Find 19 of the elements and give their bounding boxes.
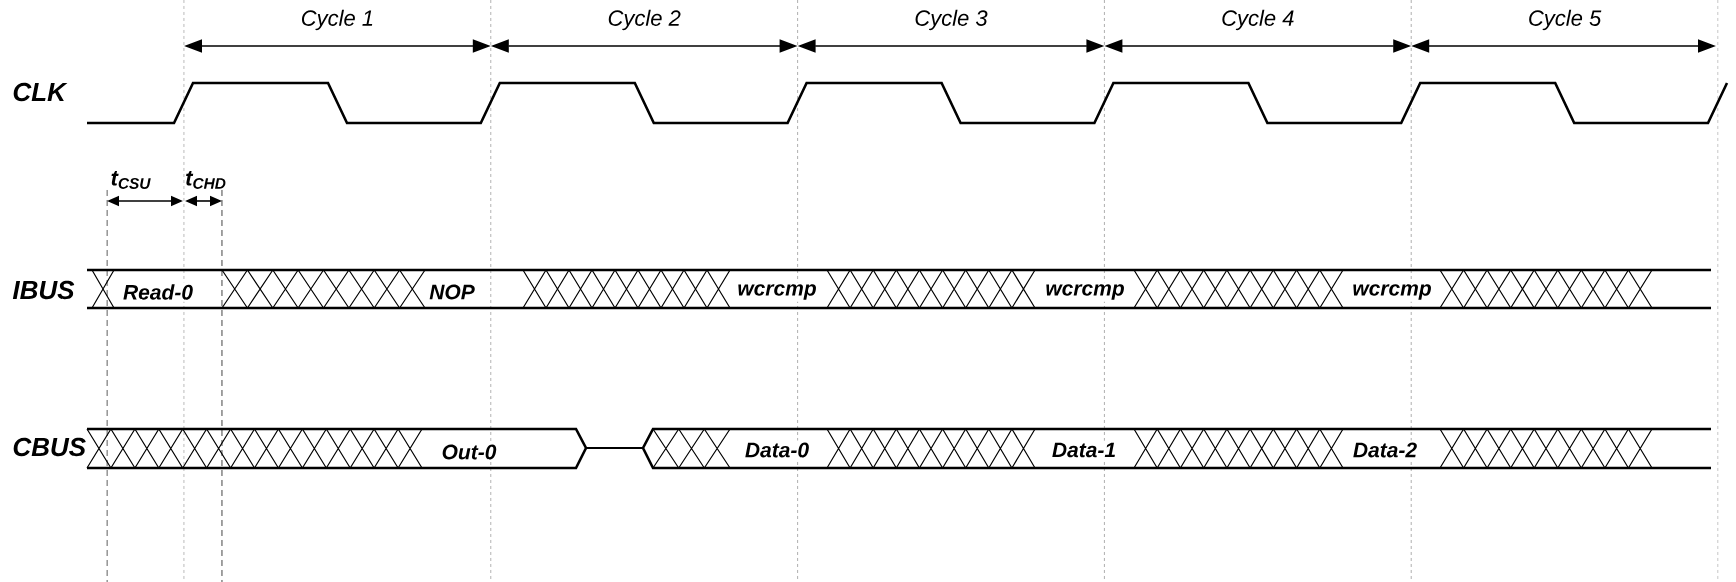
cycle-label: Cycle 4 [1222, 9, 1294, 31]
timing-label: t$_{CHD}$ [186, 171, 226, 189]
cycle-label: Cycle 3 [915, 9, 988, 31]
bus-value: wcrcmp [1350, 282, 1434, 302]
bus-value: wcrcmp [735, 282, 819, 302]
cycle-label: Cycle 5 [1529, 9, 1602, 31]
timing-label: t$_{CSU}$ [111, 171, 151, 189]
bus-value: Data-0 [742, 440, 812, 460]
bus-value: Out-0 [439, 442, 499, 462]
bus-value: Data-2 [1350, 440, 1420, 460]
signal-name: IBUS [12, 280, 75, 300]
cycle-label: Cycle 2 [608, 9, 681, 31]
bus-value: NOP [427, 282, 477, 302]
bus-value: Read-0 [121, 282, 196, 302]
signal-name: CLK [13, 82, 68, 102]
bus-value: Data-1 [1049, 440, 1119, 460]
signal-name: CBUS [13, 437, 86, 457]
cycle-label: Cycle 1 [301, 9, 373, 31]
bus-value: wcrcmp [1043, 282, 1127, 302]
